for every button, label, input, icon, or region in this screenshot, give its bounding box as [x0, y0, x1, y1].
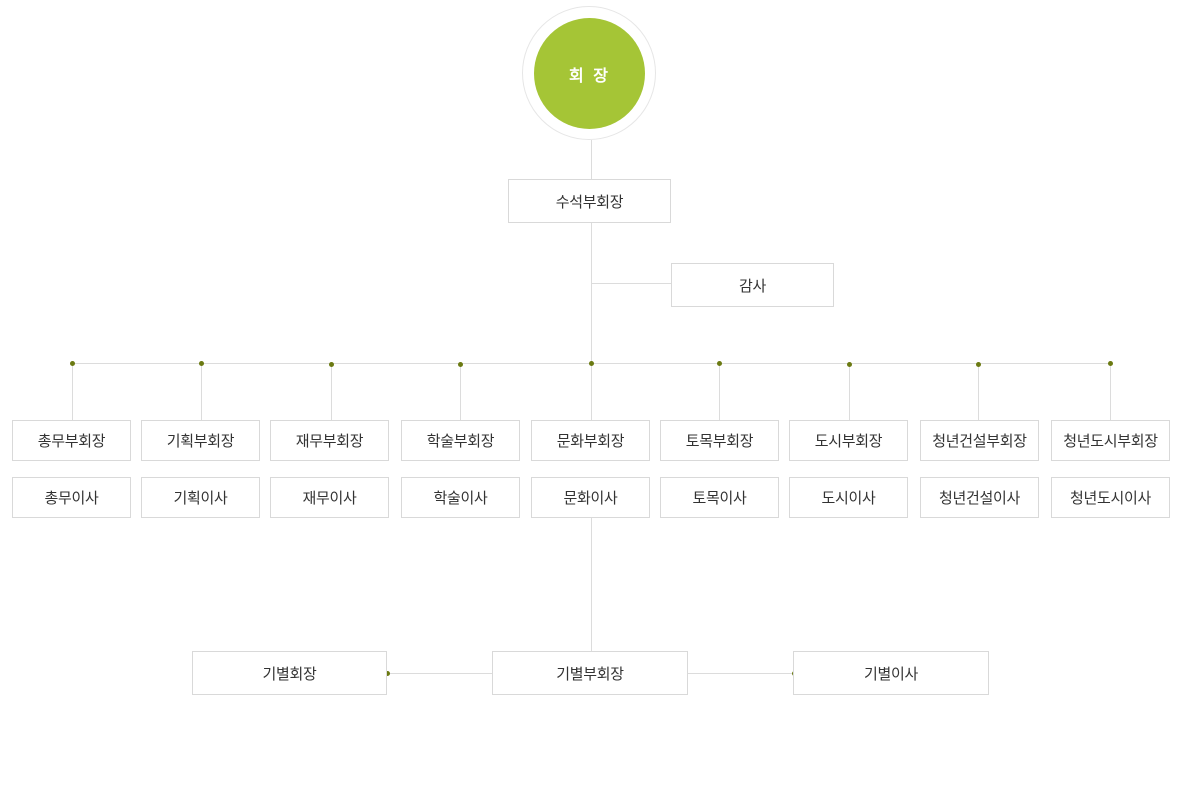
connector-dot — [329, 362, 334, 367]
connector-dot — [847, 362, 852, 367]
connector-dot — [1108, 361, 1113, 366]
vice-chairman-label: 청년도시부회장 — [1063, 432, 1158, 450]
connector-drop — [1110, 364, 1111, 420]
connector-dot — [717, 361, 722, 366]
auditor-node: 감사 — [671, 263, 834, 307]
vice-chairman-general-affairs: 총무부회장 — [12, 420, 131, 461]
vice-chairman-academic: 학술부회장 — [401, 420, 520, 461]
connector-culture-class — [591, 518, 592, 652]
vice-chairman-culture: 문화부회장 — [531, 420, 650, 461]
connector-auditor — [591, 283, 672, 284]
director-finance: 재무이사 — [270, 477, 389, 518]
vice-chairman-civil-engineering: 토목부회장 — [660, 420, 779, 461]
director-label: 청년건설이사 — [938, 489, 1020, 507]
connector-senior-branch — [591, 222, 592, 364]
connector-dot — [589, 361, 594, 366]
connector-dot — [385, 671, 390, 676]
vice-chairman-label: 도시부회장 — [814, 432, 883, 450]
director-academic: 학술이사 — [401, 477, 520, 518]
director-urban: 도시이사 — [789, 477, 908, 518]
chairman-node: 회 장 — [534, 18, 645, 129]
class-vice-chairman-node: 기별부회장 — [492, 651, 688, 695]
director-youth-urban: 청년도시이사 — [1051, 477, 1170, 518]
senior-vice-chairman-label: 수석부회장 — [555, 192, 624, 211]
director-youth-construction: 청년건설이사 — [920, 477, 1039, 518]
vice-chairman-finance: 재무부회장 — [270, 420, 389, 461]
class-vice-chairman-label: 기별부회장 — [556, 664, 624, 683]
director-general-affairs: 총무이사 — [12, 477, 131, 518]
connector-dot — [70, 361, 75, 366]
auditor-label: 감사 — [738, 276, 766, 295]
connector-dot — [976, 362, 981, 367]
class-chairman-label: 기별회장 — [262, 664, 317, 683]
connector-drop — [72, 364, 73, 420]
vice-chairman-youth-urban: 청년도시부회장 — [1051, 420, 1170, 461]
director-label: 문화이사 — [563, 489, 618, 507]
class-director-node: 기별이사 — [793, 651, 989, 695]
director-planning: 기획이사 — [141, 477, 260, 518]
director-civil-engineering: 토목이사 — [660, 477, 779, 518]
director-label: 청년도시이사 — [1069, 489, 1151, 507]
director-culture: 문화이사 — [531, 477, 650, 518]
connector-chair-senior — [591, 140, 592, 180]
connector-dot — [199, 361, 204, 366]
connector-dot — [458, 362, 463, 367]
vice-chairman-label: 기획부회장 — [166, 432, 235, 450]
chairman-label: 회 장 — [568, 65, 610, 85]
connector-drop — [978, 364, 979, 420]
director-label: 토목이사 — [692, 489, 747, 507]
director-label: 재무이사 — [302, 489, 357, 507]
connector-class-left — [387, 673, 493, 674]
connector-drop — [331, 364, 332, 420]
connector-class-right — [687, 673, 794, 674]
vice-chairman-label: 토목부회장 — [685, 432, 754, 450]
vice-chairman-label: 청년건설부회장 — [932, 432, 1027, 450]
vice-chairman-label: 문화부회장 — [556, 432, 625, 450]
class-chairman-node: 기별회장 — [192, 651, 387, 695]
connector-drop — [849, 364, 850, 420]
vice-chairman-urban: 도시부회장 — [789, 420, 908, 461]
connector-drop — [201, 364, 202, 420]
vice-chairman-planning: 기획부회장 — [141, 420, 260, 461]
director-label: 학술이사 — [433, 489, 488, 507]
connector-drop — [460, 364, 461, 420]
director-label: 기획이사 — [173, 489, 228, 507]
vice-chairman-youth-construction: 청년건설부회장 — [920, 420, 1039, 461]
senior-vice-chairman-node: 수석부회장 — [508, 179, 671, 223]
connector-drop — [719, 364, 720, 420]
director-label: 도시이사 — [821, 489, 876, 507]
director-label: 총무이사 — [44, 489, 99, 507]
vice-chairman-label: 총무부회장 — [37, 432, 106, 450]
class-director-label: 기별이사 — [863, 664, 918, 683]
connector-drop — [591, 364, 592, 420]
vice-chairman-label: 학술부회장 — [426, 432, 495, 450]
vice-chairman-label: 재무부회장 — [295, 432, 364, 450]
